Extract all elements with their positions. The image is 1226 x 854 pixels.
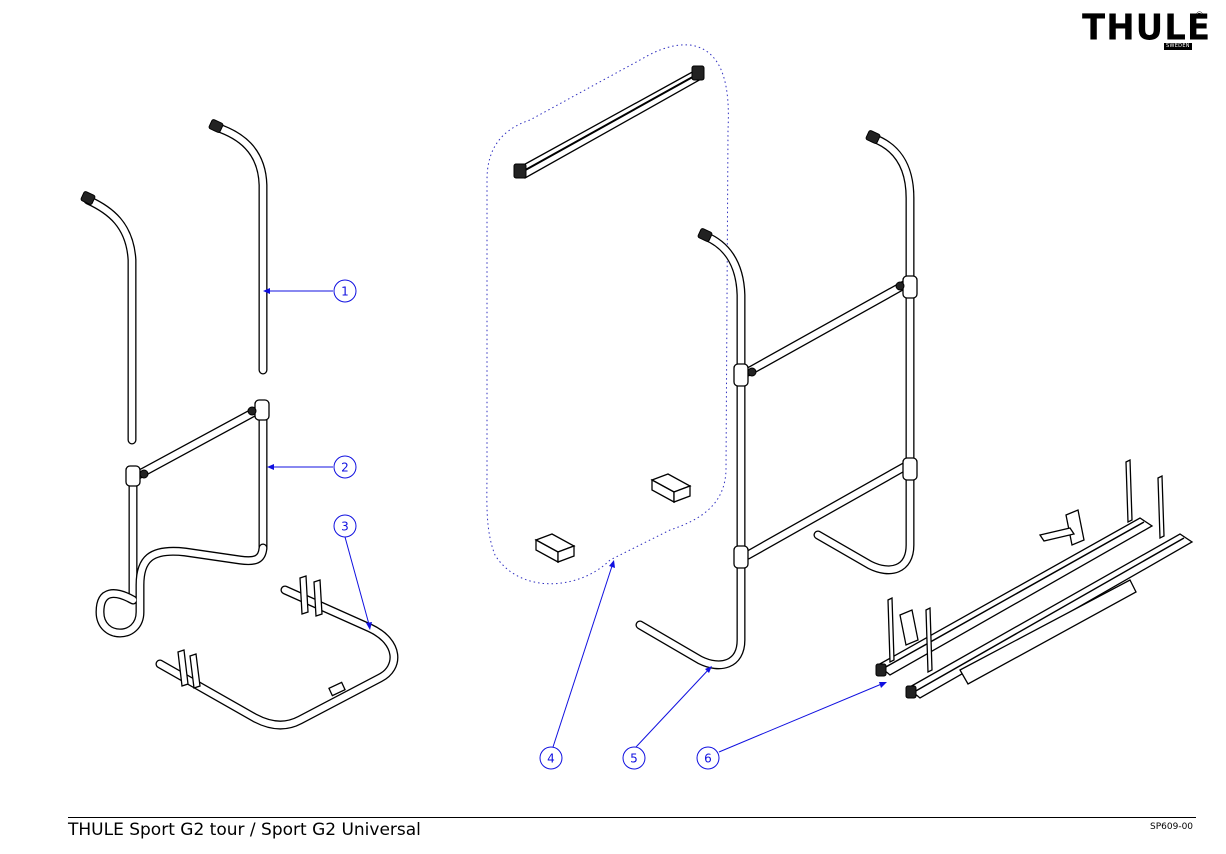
callout-2: 2 <box>333 455 357 479</box>
part-3-base-frame <box>155 575 399 730</box>
callout-4-number: 4 <box>547 752 555 766</box>
callout-5: 5 <box>622 746 646 770</box>
callout-3-number: 3 <box>341 520 349 534</box>
callout-6-number: 6 <box>704 752 712 766</box>
part-6-rail-assembly <box>875 458 1194 699</box>
callout-5-number: 5 <box>630 752 638 766</box>
part-2-lower-frame <box>95 399 270 638</box>
footer-title: THULE Sport G2 tour / Sport G2 Universal <box>68 820 421 840</box>
footer-divider <box>68 817 1196 818</box>
registered-mark: ® <box>1195 11 1204 21</box>
logo-subtext: SWEDEN <box>1164 43 1192 50</box>
part-5-main-frame <box>635 130 918 670</box>
callout-leaders <box>263 288 887 753</box>
logo-wordmark: THULE <box>1082 7 1212 49</box>
part-1-upright-tubes <box>80 119 268 445</box>
thule-logo: THULE ® SWEDEN <box>1082 7 1210 52</box>
part-4-hardware-kit <box>486 44 729 585</box>
callout-4: 4 <box>539 746 563 770</box>
callout-6: 6 <box>696 746 720 770</box>
callout-1-number: 1 <box>341 285 349 299</box>
callout-1: 1 <box>333 279 357 303</box>
callout-3: 3 <box>333 514 357 538</box>
document-code: SP609-00 <box>1150 822 1194 832</box>
callout-2-number: 2 <box>341 461 349 475</box>
